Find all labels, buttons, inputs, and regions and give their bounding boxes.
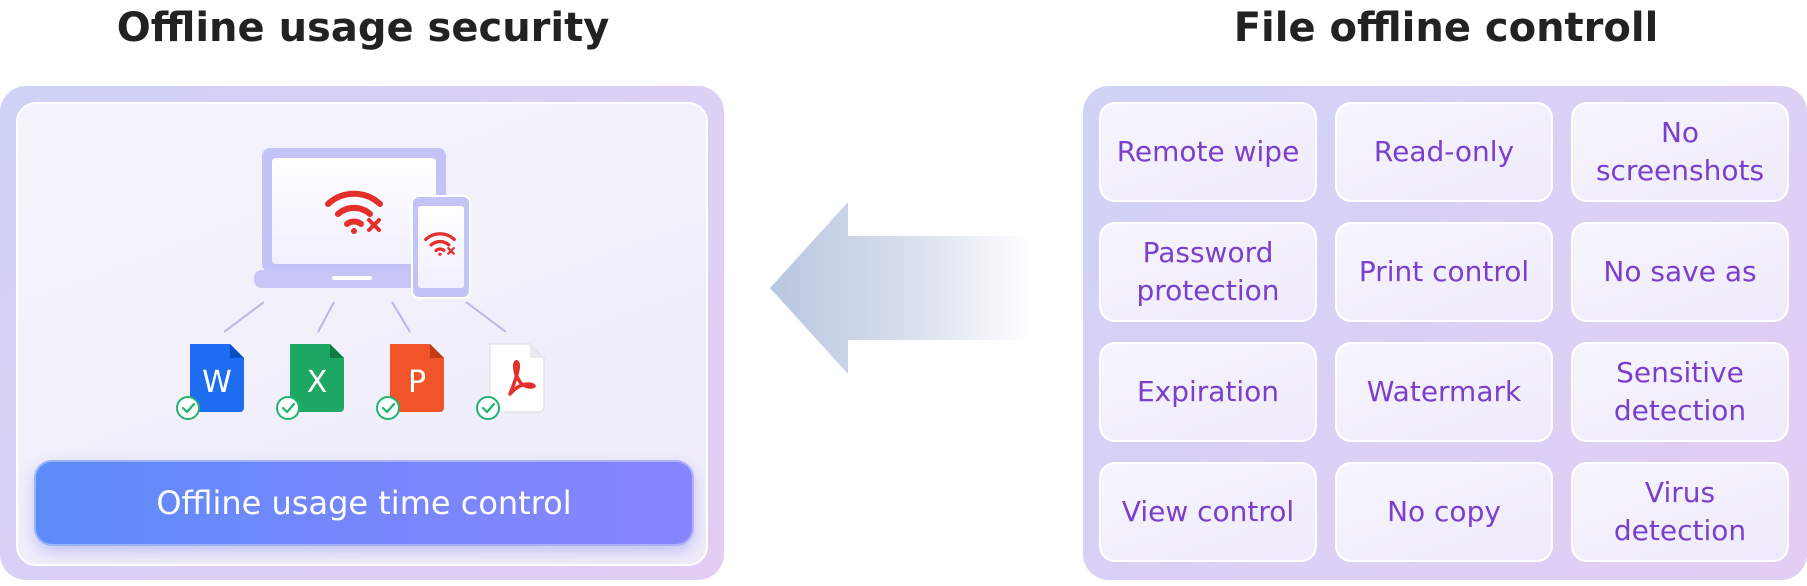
check-circle-icon [476,396,500,420]
svg-text:W: W [202,365,232,400]
check-circle-icon [276,396,300,420]
tile-no-save-as[interactable]: No save as [1571,222,1789,322]
powerpoint-file-icon: P [376,344,444,420]
tile-no-screenshots[interactable]: No screenshots [1571,102,1789,202]
offline-usage-time-control-button[interactable]: Offline usage time control [34,460,694,546]
phone-icon [411,195,471,299]
offline-usage-security-panel: W X P Offline usage time control [0,86,724,580]
offline-usage-card: W X P Offline usage time control [16,102,708,566]
no-wifi-icon [325,190,383,234]
right-section-title: File offline controll [1233,5,1659,51]
file-offline-control-panel: Remote wipe Read-only No screenshots Pas… [1083,86,1807,580]
svg-text:X: X [307,365,328,400]
tile-expiration[interactable]: Expiration [1099,342,1317,442]
tile-password-protection[interactable]: Password protection [1099,222,1317,322]
left-section-title: Offline usage security [116,5,610,51]
tile-virus-detection[interactable]: Virus detection [1571,462,1789,562]
tile-view-control[interactable]: View control [1099,462,1317,562]
svg-text:P: P [408,365,426,400]
tile-watermark[interactable]: Watermark [1335,342,1553,442]
tile-no-copy[interactable]: No copy [1335,462,1553,562]
check-circle-icon [376,396,400,420]
tile-sensitive-detection[interactable]: Sensitive detection [1571,342,1789,442]
excel-file-icon: X [276,344,344,420]
check-circle-icon [176,396,200,420]
word-file-icon: W [176,344,244,420]
no-wifi-icon [424,232,456,256]
tile-print-control[interactable]: Print control [1335,222,1553,322]
tile-remote-wipe[interactable]: Remote wipe [1099,102,1317,202]
tile-read-only[interactable]: Read-only [1335,102,1553,202]
pdf-file-icon [476,343,545,420]
connector-lines [223,301,507,333]
left-arrow-icon [770,202,1032,374]
control-tile-grid: Remote wipe Read-only No screenshots Pas… [1099,102,1789,562]
